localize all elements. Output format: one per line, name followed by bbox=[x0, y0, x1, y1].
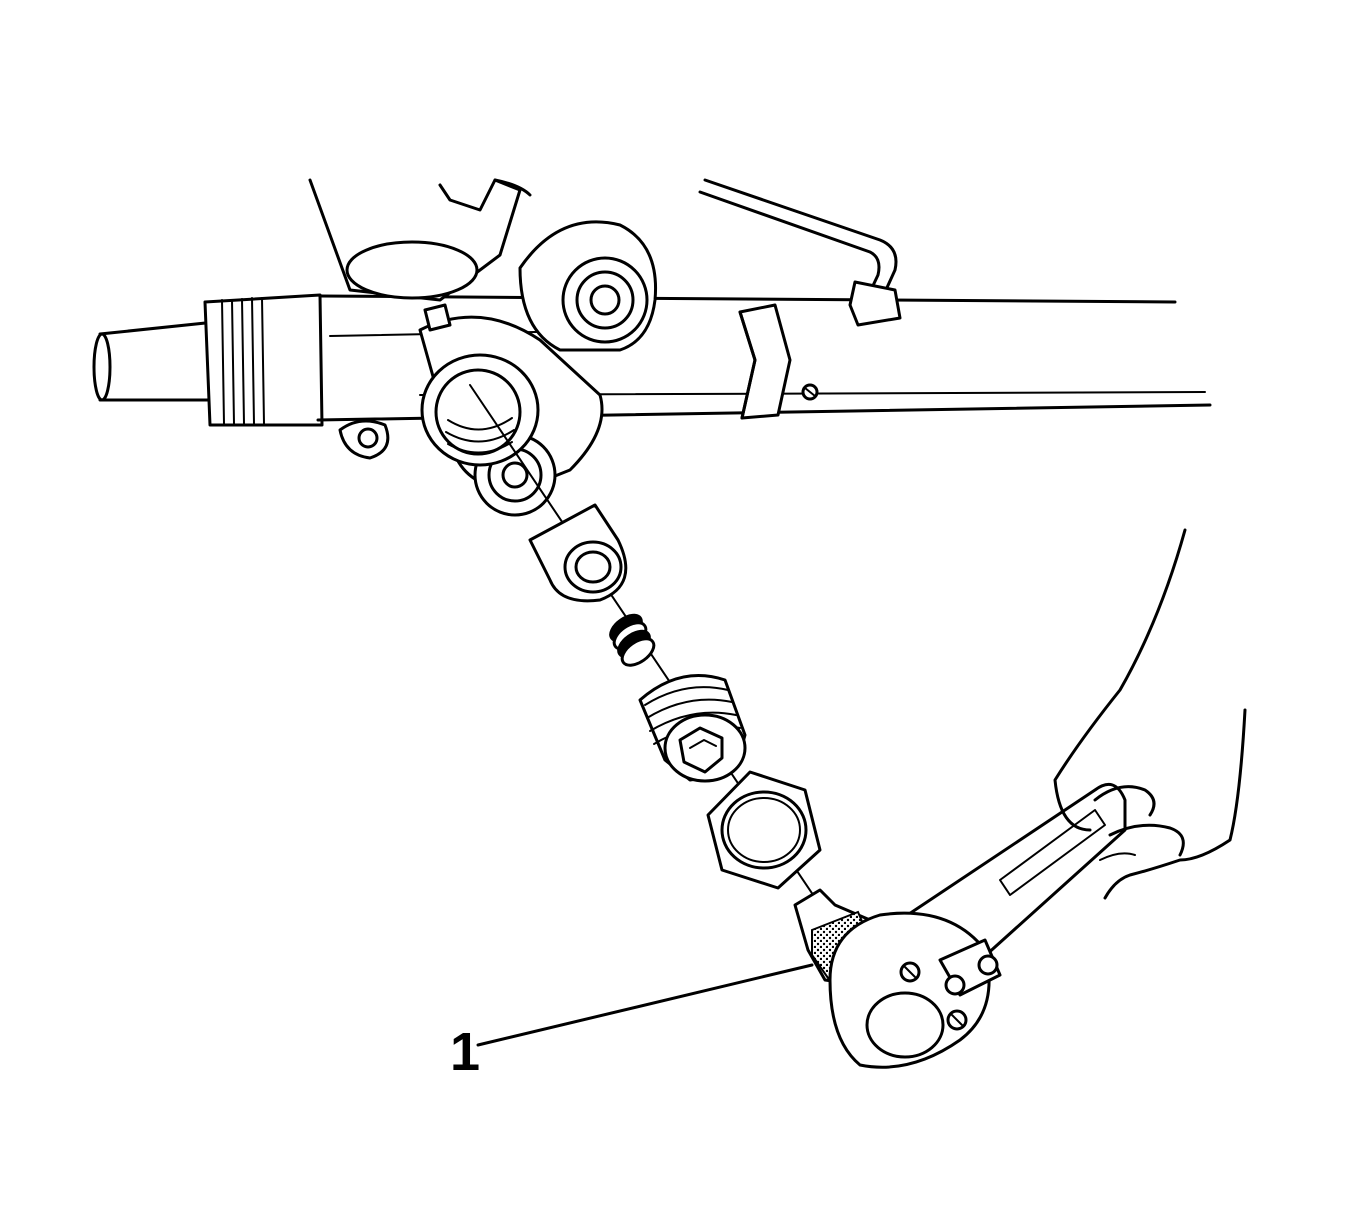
adjuster-plug-icon bbox=[528, 503, 822, 890]
callout-leader-line bbox=[476, 963, 814, 1047]
hand-icon bbox=[1053, 528, 1247, 900]
callout-1: 1 bbox=[450, 963, 814, 1082]
ratchet-wrench-icon bbox=[793, 782, 1127, 1069]
adjuster-spring bbox=[609, 613, 656, 667]
steering-gear-housing-icon bbox=[92, 178, 1212, 517]
callout-label: 1 bbox=[450, 1022, 480, 1082]
adjuster-plug bbox=[638, 674, 747, 783]
lock-nut bbox=[706, 770, 822, 890]
